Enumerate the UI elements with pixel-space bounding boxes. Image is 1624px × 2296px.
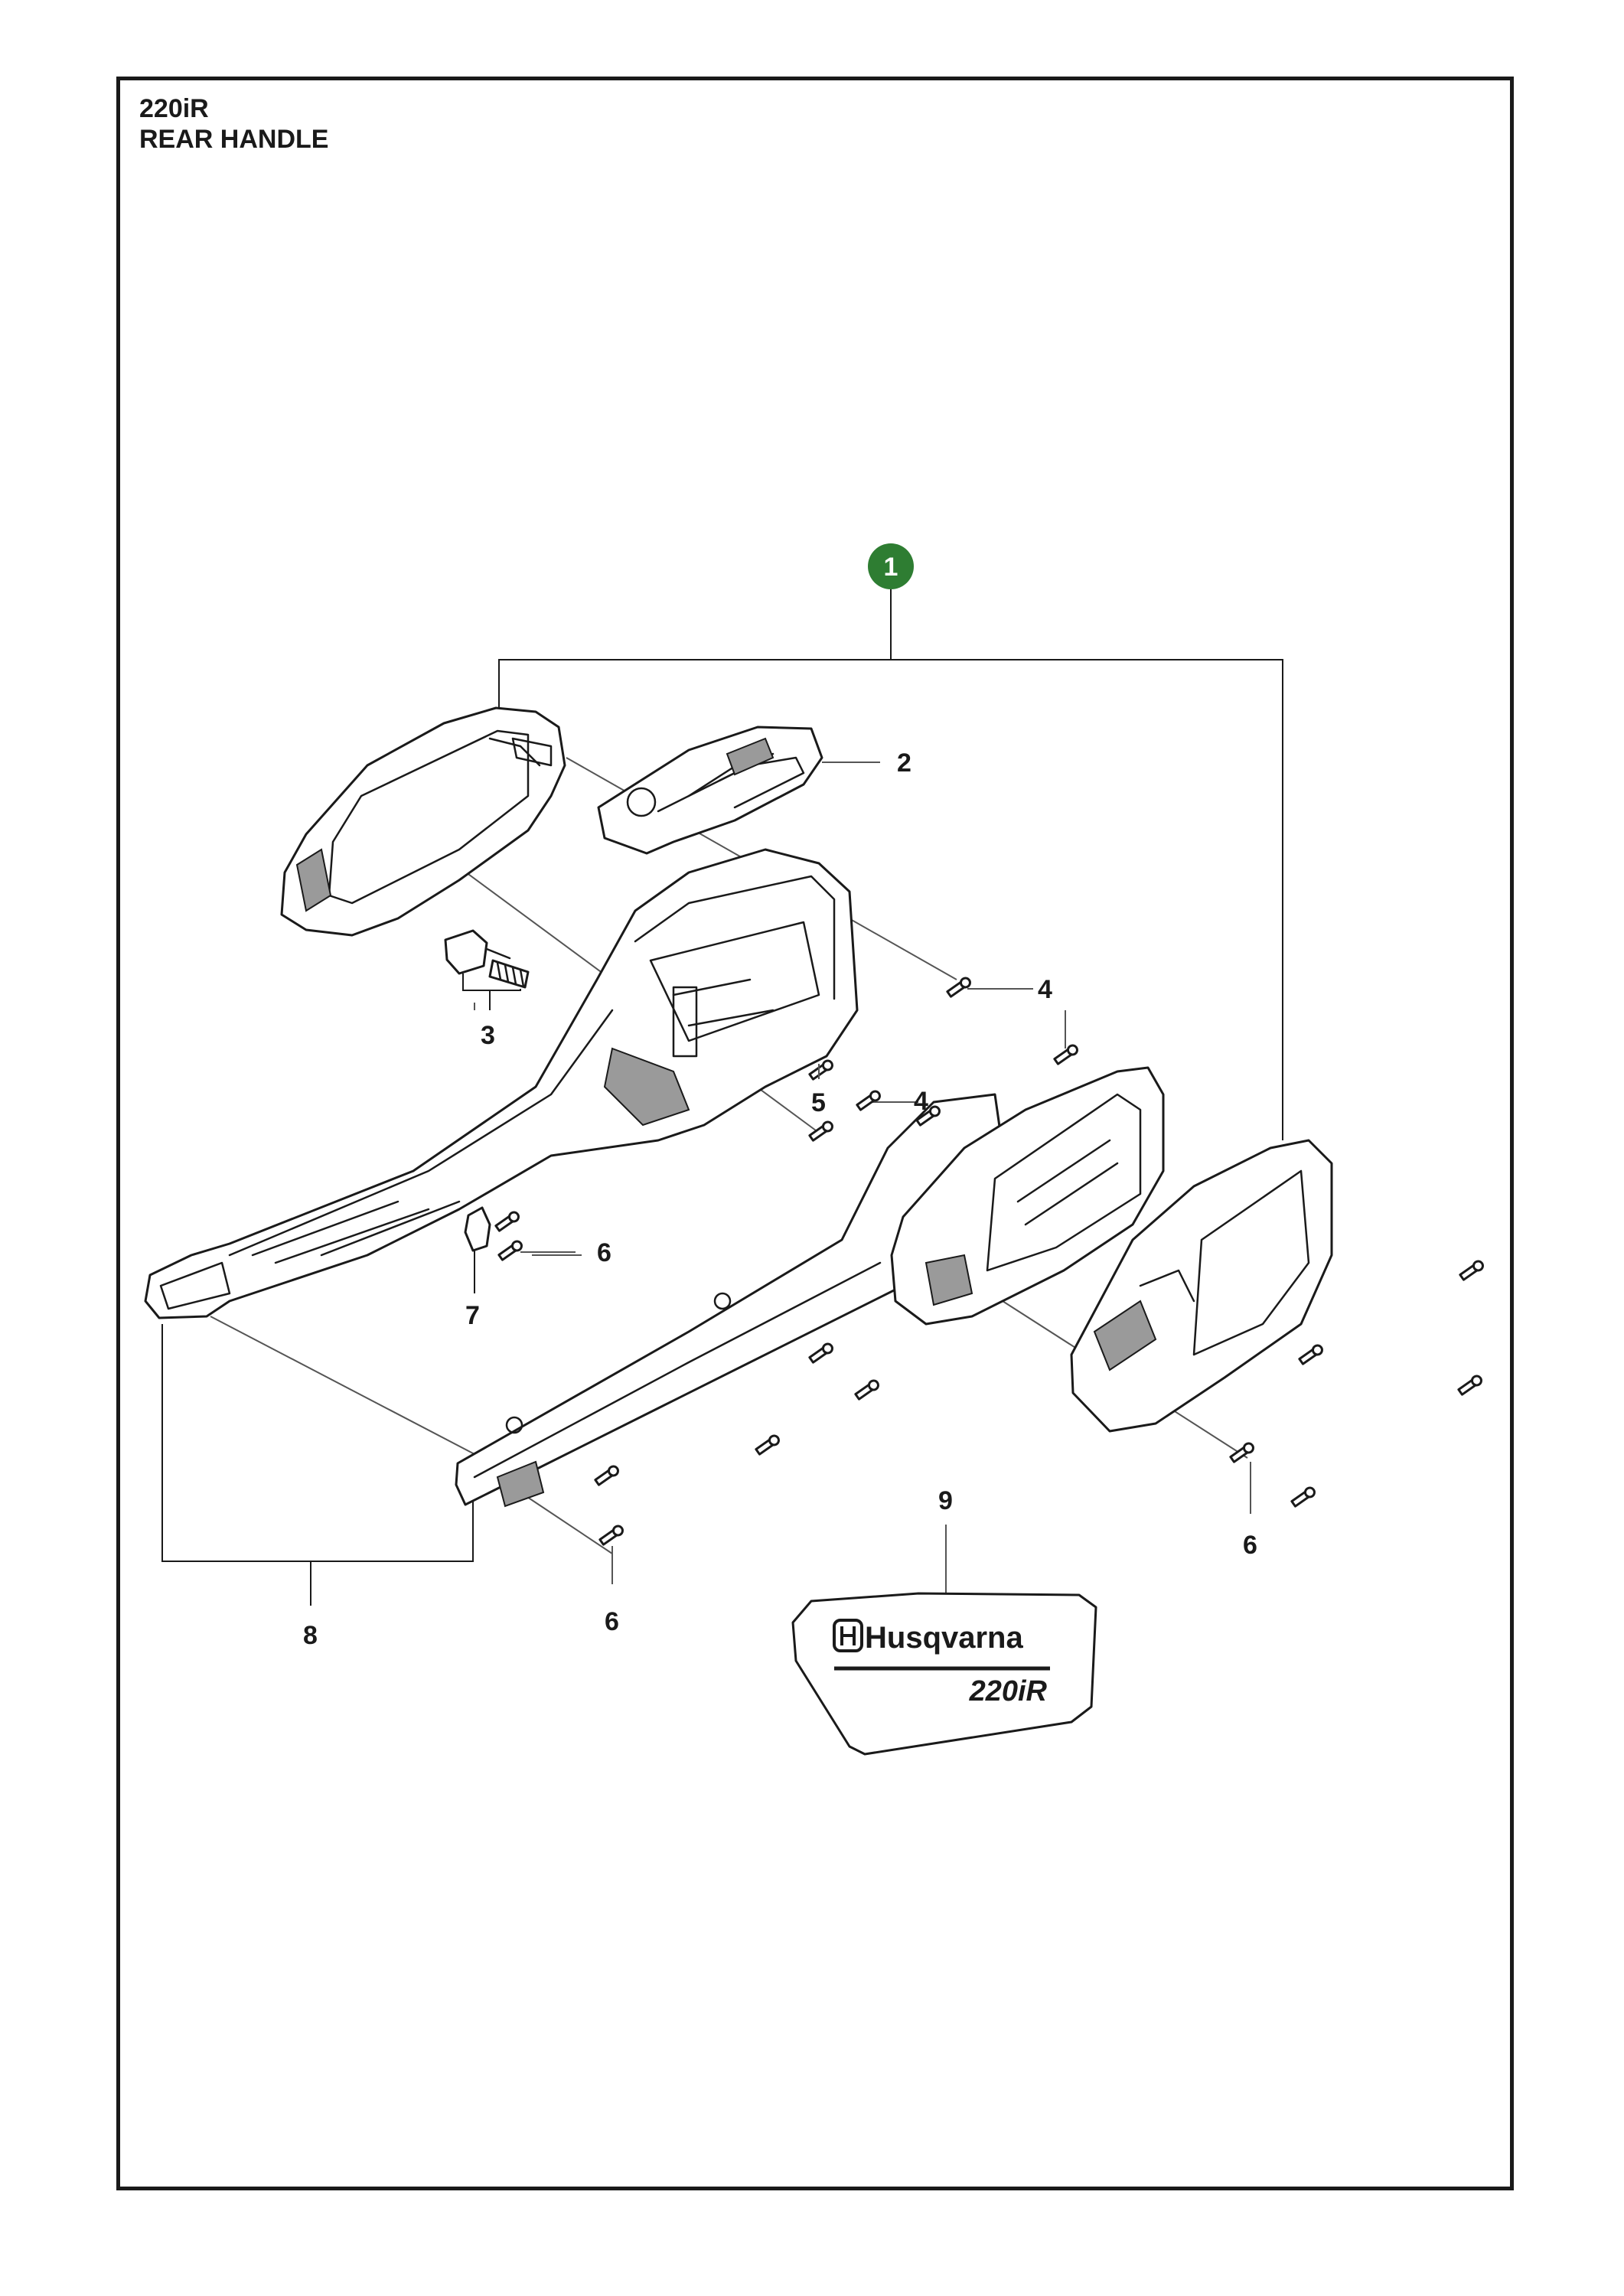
callout-1: 1 [884, 553, 898, 582]
trigger-lever-part [444, 929, 530, 1010]
model-decal: Husqvarna 220iR [791, 1592, 1097, 1756]
screw [946, 977, 971, 998]
screw [755, 1434, 780, 1456]
part8-bracket [161, 1324, 474, 1606]
screw [1298, 1344, 1323, 1365]
model-heading: 220iR [139, 94, 209, 123]
rear-handle-body [144, 848, 859, 1319]
decal-brand: Husqvarna [865, 1621, 1023, 1655]
screw [856, 1090, 881, 1111]
screw [1459, 1260, 1484, 1281]
callout-5: 5 [811, 1088, 826, 1117]
assembly-badge [868, 543, 914, 589]
left-handle-cover [280, 706, 566, 937]
section-title: REAR HANDLE [139, 125, 329, 154]
callout-6-center: 6 [597, 1238, 611, 1267]
screw [1457, 1375, 1482, 1396]
callout-4-lower: 4 [914, 1087, 928, 1116]
husqvarna-logo-icon [833, 1619, 863, 1652]
screw [497, 1240, 523, 1261]
screw [1053, 1044, 1078, 1065]
screw [1229, 1442, 1254, 1463]
diagram-frame [116, 77, 1514, 2190]
screw [1290, 1486, 1316, 1508]
callout-9: 9 [938, 1486, 953, 1515]
screw [808, 1342, 833, 1364]
callout-leaders [520, 762, 1251, 1600]
right-handle-frame [890, 1066, 1165, 1326]
callout-7: 7 [465, 1301, 480, 1330]
callout-4-upper: 4 [1038, 975, 1052, 1004]
screw [854, 1379, 879, 1401]
callout-6-bottom: 6 [605, 1607, 619, 1636]
screw [494, 1211, 520, 1232]
callout-3: 3 [481, 1021, 495, 1050]
callout-6-right: 6 [1243, 1531, 1257, 1560]
callout-8: 8 [303, 1621, 318, 1650]
handle-top-cap [597, 726, 823, 855]
screws [494, 977, 1484, 1546]
callout-2: 2 [897, 748, 911, 778]
screw [915, 1105, 941, 1127]
decal-model: 220iR [969, 1675, 1048, 1707]
right-handle-cover [1070, 1139, 1333, 1433]
screw [598, 1525, 624, 1546]
screw [808, 1120, 833, 1142]
screw [594, 1465, 619, 1486]
bracket-plate [464, 1206, 491, 1293]
